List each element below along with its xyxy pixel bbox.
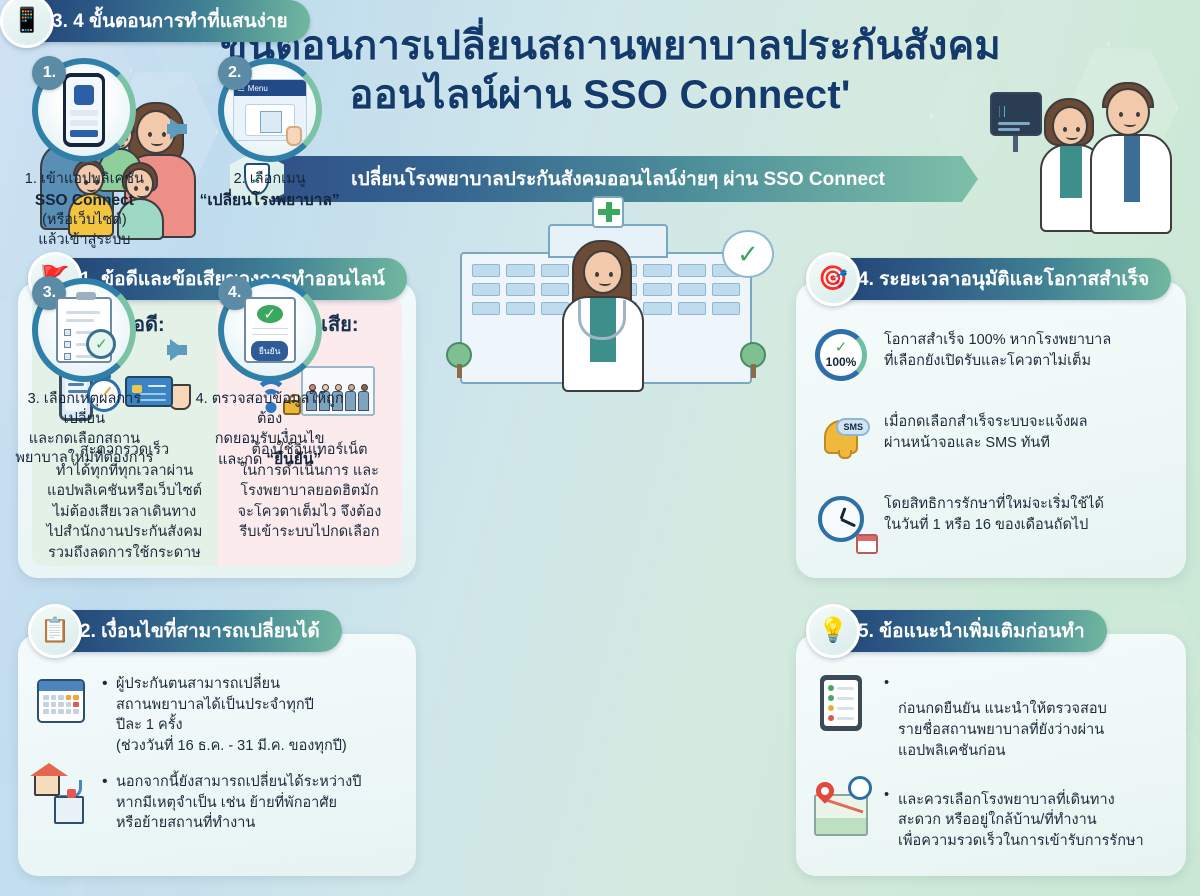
section-5-title: 5. ข้อแนะนำเพิ่มเติมก่อนทำ xyxy=(858,621,1085,642)
section-4-timeline-success: ✓ 100% โอกาสสำเร็จ 100% หากโรงพยาบาล ที่… xyxy=(796,252,1186,578)
list-item: นอกจากนี้ยังสามารถเปลี่ยนได้ระหว่างปี หา… xyxy=(18,763,416,834)
phone-login-mockup xyxy=(63,73,106,147)
step-4-caption-1: 4. ตรวจสอบข้อมูลให้ถูกต้อง xyxy=(195,391,344,427)
tip-text-1-body: ก่อนกดยืนยัน แนะนำให้ตรวจสอบ รายชื่อสถาน… xyxy=(898,700,1107,759)
condition-text-1: ผู้ประกันตนสามารถเปลี่ยน สถานพยาบาลได้เป… xyxy=(102,673,398,756)
step-4-caption-3-pre: และกด xyxy=(218,452,267,469)
clock-calendar-icon xyxy=(812,490,878,554)
menu-window-mockup: ☰ Menu xyxy=(232,79,307,146)
check-100-percent-icon: ✓ 100% xyxy=(812,326,870,384)
step-2-caption-bold: “เปลี่ยนโรงพยาบาล” xyxy=(199,191,340,209)
step-2: 2. ☰ Menu 2. เลือกเมนู “เปลี่ยนโรงพยาบาล… xyxy=(193,56,346,250)
list-item: •และควรเลือกโรงพยาบาลที่เดินทาง สะดวก หร… xyxy=(796,775,1186,853)
tip-text-1: •ก่อนกดยืนยัน แนะนำให้ตรวจสอบ รายชื่อสถา… xyxy=(884,675,1107,759)
lock-icon xyxy=(282,394,301,415)
list-item: •ก่อนกดยืนยัน แนะนำให้ตรวจสอบ รายชื่อสถา… xyxy=(796,674,1186,762)
step-2-number: 2. xyxy=(217,56,252,90)
subtitle-banner: เปลี่ยนโรงพยาบาลประกันสังคมออนไลน์ง่ายๆ … xyxy=(230,150,978,208)
success-text-2: เมื่อกดเลือกสำเร็จระบบจะแจ้งผล ผ่านหน้าจ… xyxy=(884,414,1088,451)
tip-text-2: •และควรเลือกโรงพยาบาลที่เดินทาง สะดวก หร… xyxy=(884,786,1144,850)
target-dart-icon: 🎯 xyxy=(806,252,860,306)
section-4-title: 4. ระยะเวลาอนุมัติและโอกาสสำเร็จ xyxy=(858,269,1150,290)
mobile-arrow-icon: 📱 xyxy=(0,0,54,48)
list-item: ผู้ประกันตนสามารถเปลี่ยน สถานพยาบาลได้เป… xyxy=(18,672,416,756)
arrow-right-icon xyxy=(161,118,193,141)
header: ' ขั้นตอนการเปลี่ยนสถานพยาบาลประกันสังคม… xyxy=(0,0,1200,240)
step-2-caption-1: 2. เลือกเมนู xyxy=(233,171,306,187)
step-3-caption-2: และกดเลือกสถาน xyxy=(28,430,140,447)
step-4: 4. ✓ ยืนยัน 4. ตรวจสอบข้อมูลให้ถูกต้อง ก… xyxy=(193,276,346,471)
cons-text: ต้องใช้อินเทอร์เน็ต ในการดำเนินการ และ โ… xyxy=(237,442,382,541)
step-3-caption-3: พยาบาลใหม่ที่ต้องการ xyxy=(15,450,154,467)
pointer-hand-icon xyxy=(285,126,302,146)
step-3: 3. ✓ 3. เลือกเหตุผลการเปลี่ยน xyxy=(8,276,161,471)
confirm-document-mockup: ✓ ยืนยัน xyxy=(243,297,296,364)
section-2-title: 2. เงื่อนไขที่สามารถเปลี่ยนได้ xyxy=(80,621,320,642)
pros-text: สะดวกรวดเร็ว ทำได้ทุกที่ทุกเวลาผ่าน แอปพ… xyxy=(46,442,203,561)
nurse-hospital-illustration: ✓ xyxy=(432,196,780,394)
doctors-illustration xyxy=(988,66,1188,234)
success-text-1: โอกาสสำเร็จ 100% หากโรงพยาบาล ที่เลือกยั… xyxy=(884,332,1112,369)
check-bubble-icon: ✓ xyxy=(722,230,774,278)
lightbulb-icon: 💡 xyxy=(806,604,860,658)
menu-label: Menu xyxy=(247,83,268,93)
confirm-button[interactable]: ยืนยัน xyxy=(250,341,289,362)
success-text-3: โดยสิทธิการรักษาที่ใหม่จะเริ่มใช้ได้ ในว… xyxy=(884,496,1104,533)
step-1-caption-3: (หรือเว็บไซต์) xyxy=(42,211,127,228)
list-item: ✓ 100% โอกาสสำเร็จ 100% หากโรงพยาบาล ที่… xyxy=(796,326,1186,384)
shield-check-icon: ✓ xyxy=(230,150,284,208)
title-line-2: ออนไลน์ผ่าน SSO Connect' xyxy=(349,72,851,117)
arrow-right-icon xyxy=(161,338,193,361)
vitals-monitor-icon xyxy=(990,92,1042,136)
page-title: ' ขั้นตอนการเปลี่ยนสถานพยาบาลประกันสังคม… xyxy=(150,22,1050,120)
list-item: SMS เมื่อกดเลือกสำเร็จระบบจะแจ้งผล ผ่านห… xyxy=(796,408,1186,466)
magnifier-check-icon: ✓ xyxy=(86,329,117,360)
title-line-1: ' ขั้นตอนการเปลี่ยนสถานพยาบาลประกันสังคม xyxy=(198,24,1002,68)
check-icon: ✓ xyxy=(256,305,283,324)
step-1-caption-1: 1. เข้าแอปพลิเคชัน xyxy=(24,171,144,187)
banner-text: เปลี่ยนโรงพยาบาลประกันสังคมออนไลน์ง่ายๆ … xyxy=(351,169,885,190)
list-item: โดยสิทธิการรักษาที่ใหม่จะเริ่มใช้ได้ ในว… xyxy=(796,490,1186,554)
map-pin-clock-icon xyxy=(812,775,872,844)
tip-text-2-body: และควรเลือกโรงพยาบาลที่เดินทาง สะดวก หรื… xyxy=(898,791,1144,850)
hospital-cross-icon xyxy=(592,196,624,228)
section-2-conditions: ผู้ประกันตนสามารถเปลี่ยน สถานพยาบาลได้เป… xyxy=(18,604,416,876)
section-5-tips: •ก่อนกดยืนยัน แนะนำให้ตรวจสอบ รายชื่อสถา… xyxy=(796,604,1186,876)
steps-grid: 1. 1. เข้าแอปพลิเคชัน SSO Connect ( xyxy=(0,56,354,471)
step-1-caption-bold: SSO Connect xyxy=(34,191,134,209)
step-4-caption-2: กดยอมรับเงื่อนไข xyxy=(214,430,325,447)
waiting-room-icon xyxy=(300,366,375,416)
house-to-hospital-icon xyxy=(30,763,90,826)
section-3-steps: 3. 4 ขั้นตอนการทำที่แสนง่าย 📱 1. xyxy=(0,0,354,498)
section-3-title: 3. 4 ขั้นตอนการทำที่แสนง่าย xyxy=(52,11,288,32)
condition-text-2: นอกจากนี้ยังสามารถเปลี่ยนได้ระหว่างปี หา… xyxy=(102,771,398,834)
percent-badge: 100% xyxy=(825,354,857,369)
step-1-number: 1. xyxy=(32,56,67,90)
bell-sms-icon: SMS xyxy=(812,408,870,466)
clipboard-calendar-icon: 📋 xyxy=(28,604,82,658)
step-3-caption-1: 3. เลือกเหตุผลการเปลี่ยน xyxy=(27,391,142,427)
step-4-caption-3-bold: “ยืนยัน” xyxy=(266,451,322,469)
tablet-checklist-icon xyxy=(812,674,870,732)
clipboard-magnifier-mockup: ✓ xyxy=(56,292,117,364)
step-1-caption-4: แล้วเข้าสู่ระบบ xyxy=(38,231,131,248)
sms-badge: SMS xyxy=(836,418,870,436)
calendar-icon xyxy=(32,674,90,728)
step-1: 1. 1. เข้าแอปพลิเคชัน SSO Connect ( xyxy=(8,56,161,250)
